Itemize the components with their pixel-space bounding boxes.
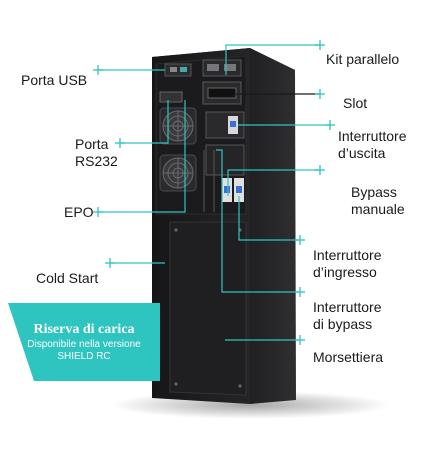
label-interruttore-bypass-line2: di bypass: [313, 316, 373, 332]
label-cold-start: Cold Start: [36, 270, 99, 286]
fan-upper: [159, 107, 197, 145]
ups-tower: [152, 48, 296, 404]
label-morsettiera: Morsettiera: [313, 349, 384, 365]
label-interruttore-uscita-line1: Interruttore: [338, 128, 407, 144]
label-epo: EPO: [64, 204, 94, 220]
marker-rs232: [115, 138, 125, 148]
callout-lines: [98, 44, 330, 341]
marker-morsettiera: [295, 335, 305, 345]
callout-markers: [93, 40, 335, 345]
fan-lower: [159, 154, 197, 192]
promo-banner: Riserva di carica Disponibile nella vers…: [8, 303, 160, 381]
marker-slot: [315, 89, 325, 99]
label-bypass-manuale-line2: manuale: [351, 201, 405, 217]
terminal-cover: [169, 221, 247, 396]
marker-usb: [93, 65, 103, 75]
tower-side-panel: [250, 48, 296, 404]
label-interruttore-ingresso-line2: d’ingresso: [313, 264, 377, 280]
label-interruttore-ingresso-line1: Interruttore: [313, 247, 382, 263]
label-porta-rs232-line1: Porta: [75, 136, 109, 152]
marker-ingresso: [295, 235, 305, 245]
banner-background: [8, 303, 160, 381]
usb-port-area: [164, 63, 192, 77]
label-porta-rs232-line2: RS232: [75, 153, 118, 169]
marker-bypass: [295, 287, 305, 297]
label-interruttore-bypass-line1: Interruttore: [313, 299, 382, 315]
label-slot: Slot: [343, 95, 368, 111]
label-interruttore-uscita-line2: d’uscita: [338, 145, 386, 161]
promo-banner-content: Riserva di carica Disponibile nella vers…: [8, 303, 160, 381]
label-bypass-manuale-line1: Bypass: [351, 184, 397, 200]
marker-epo: [93, 207, 103, 217]
label-kit-parallelo: Kit parallelo: [326, 51, 400, 67]
marker-kit: [315, 40, 325, 50]
marker-uscita: [325, 120, 335, 130]
label-porta-usb: Porta USB: [21, 72, 88, 88]
marker-bypass-manuale: [315, 165, 325, 175]
banner-subtitle: Disponibile nella versione SHIELD RC: [27, 338, 141, 362]
banner-title: Riserva di carica: [33, 321, 135, 337]
marker-cold-start: [105, 258, 115, 268]
